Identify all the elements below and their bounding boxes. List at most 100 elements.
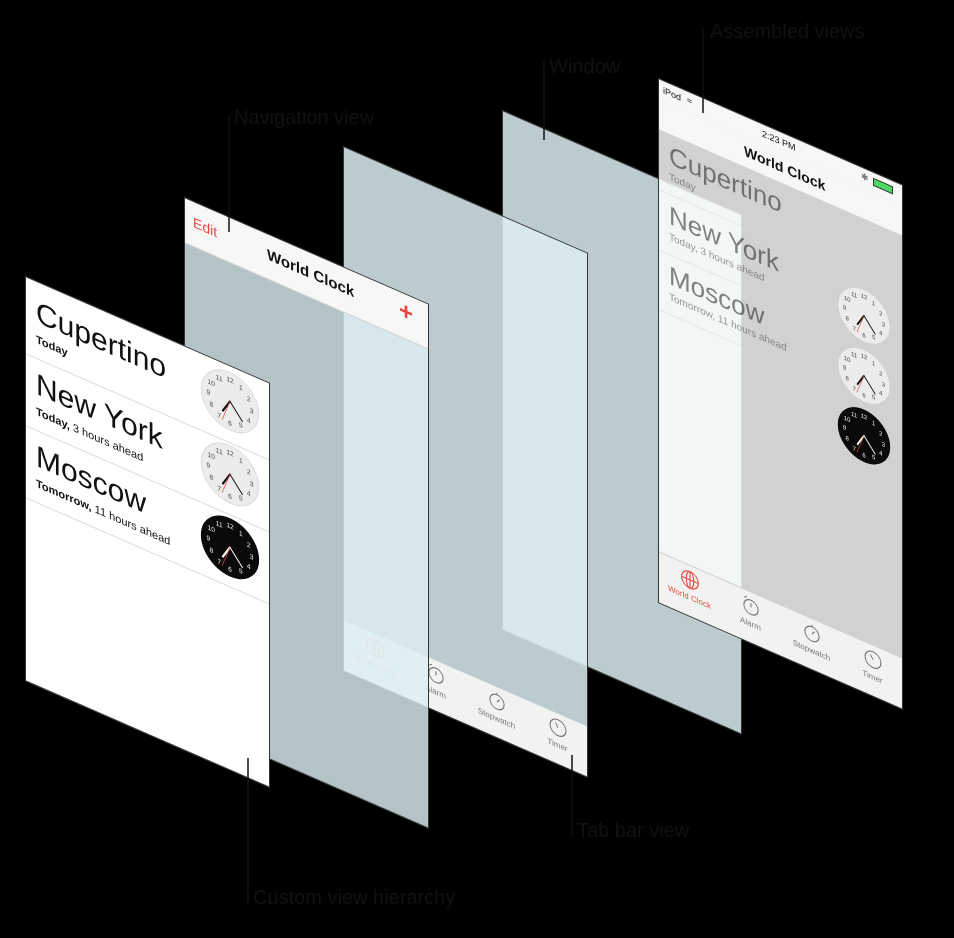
clock-hand [863, 315, 876, 335]
clock-hand [856, 434, 865, 446]
tab-stopwatch[interactable]: Stopwatch [466, 674, 527, 751]
clock-number: 5 [872, 454, 876, 462]
clock-number: 7 [217, 412, 221, 420]
clock-number: 2 [247, 396, 251, 404]
clock-number: 3 [250, 408, 254, 416]
clock-hand [856, 315, 865, 333]
callout-navigation-view: Navigation view [234, 107, 375, 129]
tab-timer[interactable]: Timer [527, 700, 588, 777]
device-label: iPod [663, 85, 682, 104]
clock-hand [229, 473, 243, 496]
clock-number: 10 [208, 524, 215, 534]
clock-number: 8 [209, 547, 213, 555]
clock-number: 9 [207, 535, 211, 543]
clock-hand [221, 546, 231, 558]
clock-number: 6 [862, 392, 866, 400]
clock-number: 6 [862, 452, 866, 460]
tab-timer[interactable]: Timer [842, 632, 903, 709]
clock-hand [221, 474, 231, 493]
clock-number: 1 [239, 384, 243, 392]
clock-number: 4 [247, 490, 251, 498]
clock-number: 1 [872, 360, 876, 368]
clock-number: 6 [228, 493, 232, 501]
clock-number: 4 [879, 450, 883, 458]
clock-number: 3 [250, 481, 254, 489]
clock-number: 1 [239, 530, 243, 538]
clock-number: 9 [843, 364, 847, 372]
clock-number: 4 [247, 563, 251, 571]
tab-alarm[interactable]: Alarm [720, 579, 781, 656]
clock-number: 11 [851, 291, 858, 301]
clock-number: 2 [247, 469, 251, 477]
clock-number: 5 [872, 334, 876, 342]
add-button[interactable]: + [399, 295, 414, 329]
timer-icon [864, 650, 881, 669]
clock-number: 5 [239, 568, 243, 576]
clock-number: 3 [882, 321, 886, 329]
clock-number: 6 [228, 566, 232, 574]
clock-number: 11 [851, 411, 858, 421]
clock-number: 9 [207, 462, 211, 470]
clock-number: 12 [226, 376, 233, 386]
clock-number: 10 [844, 295, 851, 305]
clock-number: 3 [250, 554, 254, 562]
clock-number: 7 [217, 485, 221, 493]
clock-number: 2 [879, 370, 883, 378]
clock-hand [856, 375, 865, 393]
clock-number: 12 [861, 352, 868, 362]
clock-number: 4 [879, 390, 883, 398]
clock-number: 10 [844, 415, 851, 425]
clock-number: 9 [843, 424, 847, 432]
clock-hand [856, 314, 865, 326]
clock-hand [229, 400, 243, 423]
assembled-views-layer: iPod ≈ 2:23 PM ✱ World Clock Cupertino T… [658, 78, 903, 710]
clock-number: 4 [247, 417, 251, 425]
clock-number: 11 [216, 520, 223, 530]
clock-number: 12 [861, 412, 868, 422]
clock-hand [856, 374, 865, 386]
clock-number: 8 [209, 401, 213, 409]
clock-number: 1 [239, 457, 243, 465]
stopwatch-icon [488, 692, 505, 711]
clock-number: 8 [846, 435, 850, 443]
clock-number: 7 [217, 558, 221, 566]
clock-hand [863, 375, 876, 395]
city-name: Cupertino [36, 295, 167, 386]
clock-number: 12 [861, 292, 868, 302]
clock-hand [863, 435, 876, 455]
clock-hand [221, 400, 231, 412]
clock-number: 6 [862, 332, 866, 340]
callout-window: Window [549, 56, 621, 78]
assembled-tab-bar: World Clock Alarm Stopwatch Timer [659, 551, 903, 709]
tab-world-clock[interactable]: World Clock [659, 552, 720, 629]
clock-number: 2 [247, 542, 251, 550]
clock-number: 10 [844, 355, 851, 365]
globe-icon [680, 570, 699, 590]
tab-stopwatch[interactable]: Stopwatch [781, 606, 842, 683]
clock-number: 2 [879, 310, 883, 318]
clock-number: 8 [846, 315, 850, 323]
clock-number: 1 [872, 300, 876, 308]
custom-view-hierarchy-layer: Cupertino Today New York Today, 3 hours … [25, 276, 270, 788]
nav-title: World Clock [267, 246, 355, 302]
clock-hand [221, 401, 231, 420]
stopwatch-icon [803, 624, 820, 643]
edit-button[interactable]: Edit [193, 213, 218, 241]
clock-hand [229, 546, 243, 569]
clock-number: 7 [853, 385, 857, 393]
clock-number: 12 [226, 449, 233, 459]
clock-number: 12 [226, 522, 233, 532]
clock-number: 5 [239, 495, 243, 503]
clock-number: 5 [872, 394, 876, 402]
clock-number: 8 [209, 474, 213, 482]
clock-number: 7 [853, 325, 857, 333]
clock-hand [221, 547, 231, 566]
clock-number: 5 [239, 422, 243, 430]
